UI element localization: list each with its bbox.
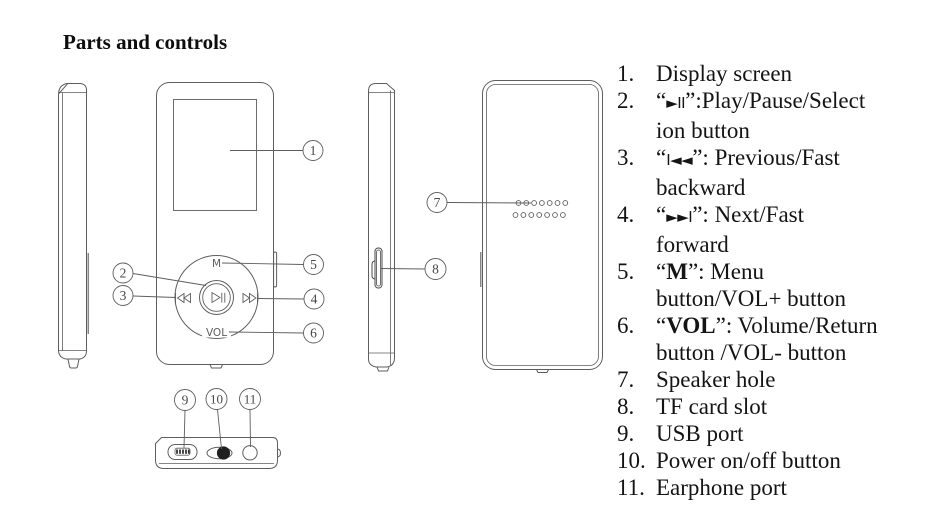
play-pause-icon	[211, 291, 226, 304]
bottom-view	[155, 437, 282, 469]
svg-text:3: 3	[120, 288, 127, 303]
svg-text:4: 4	[311, 292, 318, 307]
parts-list-item: 11. Earphone port	[617, 474, 947, 501]
callout-10: 10	[205, 388, 228, 450]
svg-text:5: 5	[310, 257, 317, 272]
callout-1: 1	[230, 140, 324, 161]
svg-text:2: 2	[120, 266, 127, 281]
bottom-side-bump	[277, 448, 282, 458]
parts-list-item-number: 11.	[617, 475, 645, 500]
parts-list-item-text: Speaker hole	[656, 367, 776, 392]
left-edge-view	[58, 83, 89, 369]
tf-card-slot	[371, 247, 383, 289]
page-title: Parts and controls	[63, 30, 228, 54]
parts-list-item-text: Power on/off button	[656, 448, 841, 473]
front-foot	[209, 364, 223, 369]
svg-text:10: 10	[210, 392, 223, 407]
parts-list-item: 7. Speaker hole	[617, 366, 947, 393]
side-foot	[376, 366, 390, 372]
svg-text:9: 9	[182, 393, 189, 408]
left-edge-body	[58, 83, 87, 360]
next-icon	[242, 292, 258, 304]
side-body	[368, 83, 395, 368]
parts-list-item: 8. TF card slot	[617, 393, 947, 420]
front-view: M VOL	[156, 82, 278, 369]
bottom-body	[155, 437, 278, 469]
back-body	[482, 80, 603, 370]
svg-text:1: 1	[310, 143, 317, 158]
vol-label: VOL	[206, 327, 227, 339]
parts-list-item-text: Display screen	[656, 61, 793, 86]
parts-list-item-number: 8.	[617, 394, 635, 419]
callout-6: 6	[228, 322, 324, 344]
parts-list-item-number: 1.	[617, 61, 635, 86]
callout-3: 3	[112, 285, 177, 306]
previous-icon	[175, 292, 191, 304]
callout-8: 8	[380, 258, 447, 280]
front-body	[156, 82, 274, 365]
parts-list-item-number: 7.	[617, 367, 635, 392]
usb-port	[167, 444, 198, 460]
svg-text:7: 7	[434, 195, 441, 210]
parts-list-item: 1. Display screen	[617, 60, 947, 87]
callout-7: 7	[426, 192, 532, 213]
parts-list-item: 9. USB port	[617, 420, 947, 447]
callout-5: 5	[221, 254, 324, 275]
callout-9: 9	[174, 389, 196, 449]
parts-list-item-number: 3.	[617, 145, 635, 170]
callout-11: 11	[239, 388, 261, 448]
parts-list-item-number: 10.	[617, 448, 646, 473]
power-switch-knob	[216, 446, 231, 460]
display-screen	[173, 99, 257, 211]
back-view	[480, 80, 603, 373]
parts-list-item-number: 6.	[617, 313, 635, 338]
svg-text:11: 11	[244, 392, 257, 407]
parts-list-item-text: USB port	[656, 421, 744, 446]
parts-list: 1. Display screen 2. “►II”:Play/Pause/Selec…	[617, 60, 947, 501]
front-side-bump	[273, 251, 278, 288]
control-wheel	[174, 255, 259, 339]
parts-list-item-text: TF card slot	[656, 394, 768, 419]
callouts: 1 2 3 4 5 6 7	[112, 140, 532, 450]
parts-list-item-number: 2.	[617, 88, 635, 113]
svg-text:6: 6	[310, 326, 317, 341]
callout-4: 4	[257, 288, 325, 310]
parts-list-item-number: 5.	[617, 259, 635, 284]
side-view	[368, 83, 395, 372]
parts-list-item-text: Earphone port	[656, 475, 787, 500]
svg-text:8: 8	[432, 262, 439, 277]
device-diagram: M VOL	[58, 80, 603, 469]
back-foot	[536, 369, 549, 373]
parts-list-item-number: 4.	[617, 202, 635, 227]
power-switch	[206, 446, 233, 460]
left-edge-foot	[67, 358, 80, 369]
earphone-port	[242, 445, 258, 461]
menu-label: M	[212, 258, 221, 270]
callout-2: 2	[112, 262, 207, 286]
parts-list-item-number: 9.	[617, 421, 635, 446]
play-pause-button	[199, 280, 234, 315]
parts-list-item: 10. Power on/off button	[617, 447, 947, 474]
